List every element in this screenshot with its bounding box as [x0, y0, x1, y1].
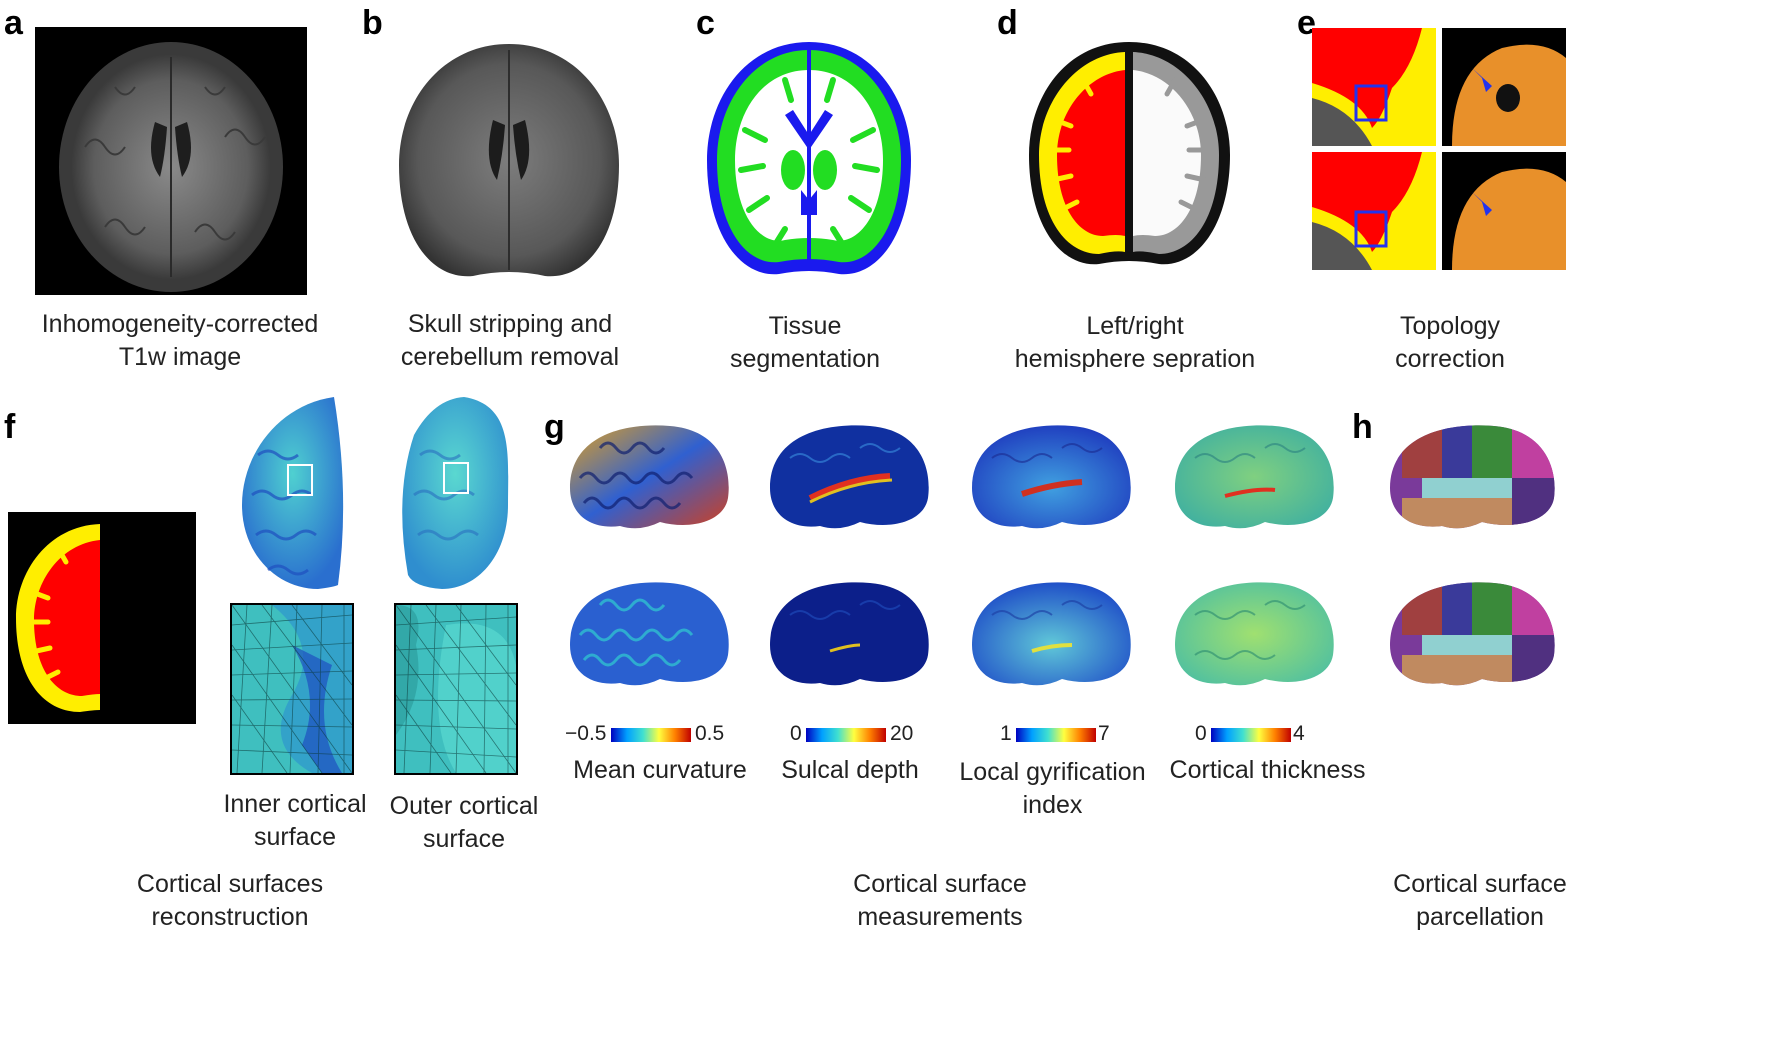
- outer-surface-mesh-zoom: [394, 603, 518, 775]
- caption-inner-surface: Inner cortical surface: [223, 790, 367, 851]
- colorbar-max-label: 7: [1098, 722, 1110, 745]
- measure-name-sulcal-depth: Sulcal depth: [781, 756, 919, 784]
- topology-slice-after: [1312, 152, 1436, 270]
- colorbar-gradient: [1016, 728, 1096, 742]
- t1w-mri-image: [35, 27, 307, 295]
- brain-parcellation-lateral: [1382, 418, 1562, 536]
- measure-name-lgi: Local gyrification index: [959, 758, 1146, 819]
- colorbar-gradient: [806, 728, 886, 742]
- colorbar-cortical-thickness: 0 4: [1195, 722, 1315, 746]
- colorbar-lgi: 1 7: [1000, 722, 1120, 746]
- colorbar-mean-curvature: −0.5 0.5: [565, 722, 735, 746]
- panel-label-e: e: [1297, 4, 1316, 42]
- measure-name-mean-curvature: Mean curvature: [573, 756, 747, 784]
- hemisphere-separation-image: [1027, 40, 1232, 270]
- panel-label-a: a: [4, 4, 23, 42]
- panel-label-b: b: [362, 4, 383, 42]
- panel-label-c: c: [696, 4, 715, 42]
- colorbar-min-label: 1: [1000, 722, 1012, 745]
- hemisphere-mask-image: [8, 512, 196, 724]
- brain-sulcal-depth-lateral-2: [760, 575, 936, 693]
- brain-mean-curvature-lateral: [560, 418, 736, 536]
- panel-label-f: f: [4, 408, 16, 446]
- caption-c: Tissue segmentation: [729, 312, 881, 373]
- colorbar-min-label: 0: [790, 722, 802, 745]
- colorbar-min-label: 0: [1195, 722, 1207, 745]
- panel-label-g: g: [544, 408, 565, 446]
- brain-lgi-lateral-2: [962, 575, 1138, 693]
- colorbar-sulcal-depth: 0 20: [790, 722, 930, 746]
- inner-surface-render: [238, 395, 354, 591]
- caption-e: Topology correction: [1395, 312, 1505, 373]
- caption-a: Inhomogeneity-corrected T1w image: [41, 310, 319, 371]
- brain-mean-curvature-lateral-2: [560, 575, 736, 693]
- brain-cortical-thickness-lateral: [1165, 418, 1341, 536]
- topology-surface-before: [1442, 28, 1566, 146]
- brain-lgi-lateral: [962, 418, 1138, 536]
- brain-parcellation-lateral-2: [1382, 575, 1562, 693]
- skull-stripped-image: [395, 40, 623, 285]
- caption-f: Cortical surfaces reconstruction: [136, 870, 324, 931]
- measure-name-cortical-thickness: Cortical thickness: [1169, 756, 1366, 784]
- colorbar-max-label: 4: [1293, 722, 1305, 745]
- caption-d: Left/right hemisphere sepration: [1014, 312, 1256, 373]
- panel-label-d: d: [997, 4, 1018, 42]
- brain-sulcal-depth-lateral: [760, 418, 936, 536]
- topology-slice-before: [1312, 28, 1436, 146]
- caption-outer-surface: Outer cortical surface: [389, 792, 539, 853]
- caption-h: Cortical surface parcellation: [1393, 870, 1567, 931]
- panel-label-h: h: [1352, 408, 1373, 446]
- caption-g: Cortical surface measurements: [853, 870, 1027, 931]
- caption-b: Skull stripping and cerebellum removal: [400, 310, 620, 371]
- colorbar-max-label: 20: [890, 722, 914, 745]
- colorbar-min-label: −0.5: [565, 722, 607, 745]
- colorbar-gradient: [611, 728, 691, 742]
- tissue-segmentation-image: [705, 40, 913, 280]
- colorbar-gradient: [1211, 728, 1291, 742]
- topology-surface-after: [1442, 152, 1566, 270]
- outer-surface-render: [394, 395, 510, 591]
- inner-surface-mesh-zoom: [230, 603, 354, 775]
- colorbar-max-label: 0.5: [695, 722, 725, 745]
- brain-cortical-thickness-lateral-2: [1165, 575, 1341, 693]
